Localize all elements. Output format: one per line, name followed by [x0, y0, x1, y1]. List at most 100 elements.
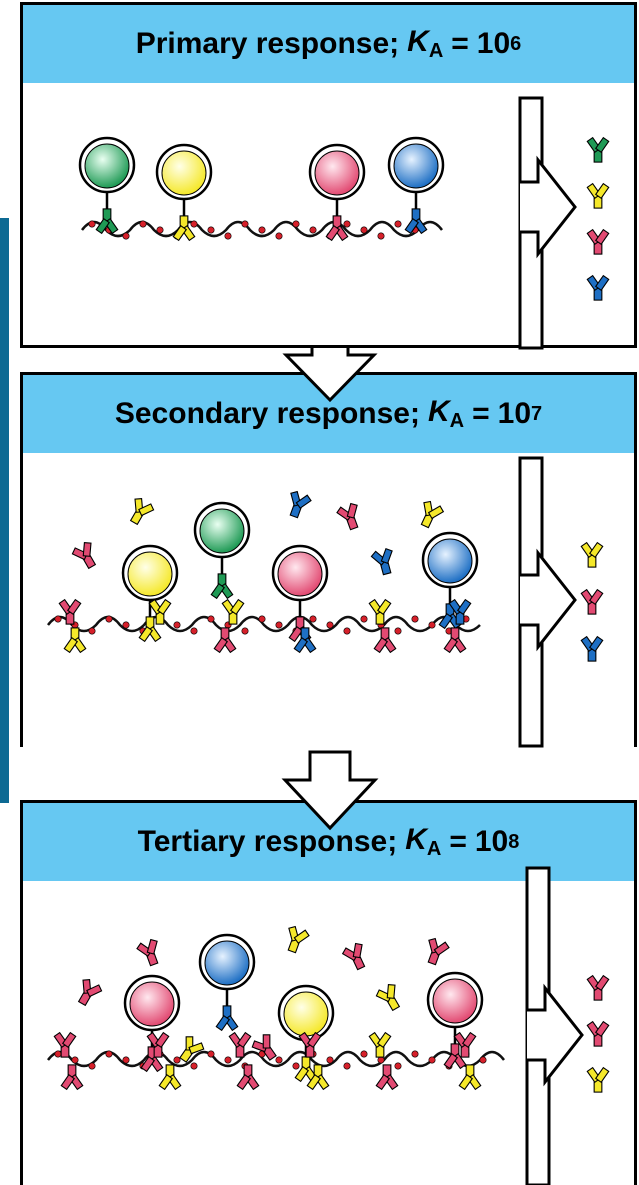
b-cell-blue: [387, 136, 445, 235]
antibody: [368, 598, 392, 625]
b-cell-yellow: [121, 544, 179, 643]
epitope: [394, 220, 402, 228]
epitope: [377, 1056, 385, 1064]
epitope: [122, 621, 130, 629]
antibody: [213, 627, 237, 654]
antibody: [586, 274, 610, 301]
title-prefix: Tertiary response;: [137, 825, 398, 858]
antibody: [298, 1031, 322, 1058]
title-prefix: Secondary response;: [114, 397, 420, 430]
affinity-base: 10: [474, 825, 509, 858]
epitope: [71, 1056, 79, 1064]
antibody: [228, 1031, 252, 1058]
epitope: [343, 627, 351, 635]
affinity-base: 10: [476, 27, 511, 60]
antibody: [586, 136, 610, 163]
antibody: [129, 498, 155, 526]
epitope: [190, 627, 198, 635]
antibody: [63, 627, 87, 654]
b-cell-blue: [421, 531, 479, 630]
affinity-exponent: 7: [531, 402, 543, 425]
epitope: [275, 1056, 283, 1064]
antibody: [53, 1031, 77, 1058]
antibody: [140, 1046, 164, 1073]
b-cell-green: [193, 501, 251, 600]
antibody: [325, 215, 349, 242]
epitope: [394, 1062, 402, 1070]
antigen-chain: [47, 615, 481, 635]
antibody: [453, 1031, 477, 1058]
antibody: [375, 984, 401, 1012]
antibody: [146, 1031, 170, 1058]
epitope: [326, 1056, 334, 1064]
affinity-base: 10: [497, 397, 532, 430]
epitope: [258, 615, 266, 623]
b-cell-green: [78, 136, 136, 235]
antibody: [172, 215, 196, 242]
epitope: [275, 232, 283, 240]
epitope: [122, 232, 130, 240]
epitope: [241, 220, 249, 228]
epitope: [88, 1062, 96, 1070]
antibody: [215, 1005, 239, 1032]
antibody: [448, 598, 472, 625]
antigen-chain: [81, 220, 443, 240]
secretion-arrows: [520, 155, 584, 1087]
antibody: [158, 1064, 182, 1091]
epitope: [377, 232, 385, 240]
epitope: [54, 615, 62, 623]
epitope: [275, 621, 283, 629]
affinity-constant-symbol: KA: [407, 25, 444, 62]
epitope: [343, 1062, 351, 1070]
title-prefix: Primary response;: [135, 27, 400, 60]
antibody: [404, 208, 428, 235]
b-cell-pink: [308, 143, 366, 242]
antibody: [586, 182, 610, 209]
epitope: [428, 621, 436, 629]
antibody: [336, 502, 359, 531]
antibody: [251, 1034, 277, 1061]
antibody: [438, 603, 462, 630]
epitope: [292, 220, 300, 228]
antibody: [136, 938, 159, 967]
progression-arrows: [281, 348, 379, 831]
b-cell-pink: [271, 544, 329, 643]
antibody: [58, 598, 82, 625]
affinity-exponent: 6: [510, 32, 522, 55]
b-cell-yellow: [277, 984, 335, 1083]
epitope: [411, 615, 419, 623]
antibody: [586, 1020, 610, 1047]
epitope: [479, 1056, 487, 1064]
equals-sign: =: [449, 825, 467, 858]
affinity-exponent: 8: [508, 830, 520, 853]
antibody: [287, 925, 310, 954]
epitope: [360, 226, 368, 234]
antibody: [138, 616, 162, 643]
epitope: [428, 1056, 436, 1064]
antibody: [236, 1064, 260, 1091]
antibody: [580, 541, 604, 568]
epitope: [88, 627, 96, 635]
affinity-constant-symbol: KA: [427, 395, 465, 432]
antibody: [60, 1064, 84, 1091]
epitope: [105, 615, 113, 623]
b-cell-blue: [198, 933, 256, 1032]
epitope: [241, 627, 249, 635]
epitope: [292, 1062, 300, 1070]
epitope: [122, 1056, 130, 1064]
antibody: [427, 937, 450, 966]
epitope: [309, 226, 317, 234]
antibody: [341, 942, 366, 971]
antibody: [71, 542, 97, 570]
equals-sign: =: [472, 397, 490, 430]
antibody: [458, 1064, 482, 1091]
antibody: [368, 1031, 392, 1058]
antibody: [420, 500, 445, 529]
antibody: [580, 635, 604, 662]
b-cell-yellow: [155, 143, 213, 242]
antibody: [293, 627, 317, 654]
epitope: [360, 1050, 368, 1058]
